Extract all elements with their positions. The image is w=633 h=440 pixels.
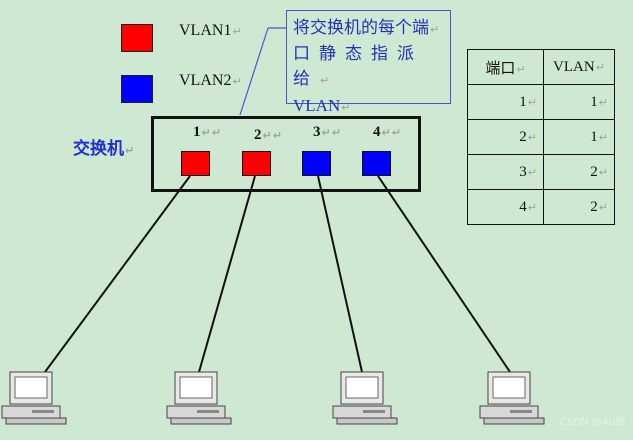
computer-icon <box>332 371 398 425</box>
switch-port-3 <box>302 151 331 176</box>
computer-icon <box>479 371 545 425</box>
table-row: 4↵ 2↵ <box>467 189 615 225</box>
table-row: 3↵ 2↵ <box>467 154 615 190</box>
legend-label-vlan2: VLAN2↵ <box>179 72 242 89</box>
table-row: 2↵ 1↵ <box>467 119 615 155</box>
table-cell: 2↵ <box>543 189 615 225</box>
table-cell: 1↵ <box>543 119 615 155</box>
computer-icon <box>1 371 67 425</box>
port-number-3: 3↵↵ <box>313 124 341 140</box>
computer-icon <box>166 371 232 425</box>
table-row: 1↵ 1↵ <box>467 84 615 120</box>
callout-line-3: VLAN <box>293 96 341 115</box>
cable-port-1 <box>44 175 191 373</box>
legend-swatch-vlan2 <box>121 75 153 103</box>
port-vlan-table: 端口↵ VLAN↵ 1↵ 1↵ 2↵ 1↵ 3↵ 2↵ 4↵ 2↵ <box>467 49 615 225</box>
table-header-cell: 端口↵ <box>467 49 544 85</box>
table-cell: 2↵ <box>543 154 615 190</box>
cable-port-4 <box>377 175 511 373</box>
switch-port-4 <box>362 151 391 176</box>
callout-line-2: 口静态指派给 <box>293 44 423 89</box>
port-number-2: 2↵↵ <box>254 127 282 143</box>
port-number-1: 1↵↵ <box>193 124 221 140</box>
cable-port-3 <box>317 175 363 373</box>
table-cell: 1↵ <box>467 84 544 120</box>
table-cell: 2↵ <box>467 119 544 155</box>
switch-box <box>151 116 421 192</box>
switch-port-1 <box>181 151 210 176</box>
watermark: CSDN @Au杨 <box>560 417 625 428</box>
table-cell: 4↵ <box>467 189 544 225</box>
port-number-4: 4↵↵ <box>373 124 401 140</box>
callout-box: 将交换机的每个端↵ 口静态指派给↵ VLAN↵ <box>286 10 451 115</box>
legend-swatch-vlan1 <box>121 24 153 52</box>
switch-label: 交换机↵ <box>73 139 135 159</box>
table-cell: 3↵ <box>467 154 544 190</box>
table-cell: 1↵ <box>543 84 615 120</box>
legend-label-vlan1: VLAN1↵ <box>179 22 242 39</box>
callout-line-1: 将交换机的每个端 <box>293 18 429 38</box>
switch-port-2 <box>242 151 271 176</box>
cable-port-2 <box>198 175 256 373</box>
table-header-cell: VLAN↵ <box>543 49 615 85</box>
table-header-row: 端口↵ VLAN↵ <box>467 49 615 85</box>
callout-pointer <box>239 27 269 116</box>
